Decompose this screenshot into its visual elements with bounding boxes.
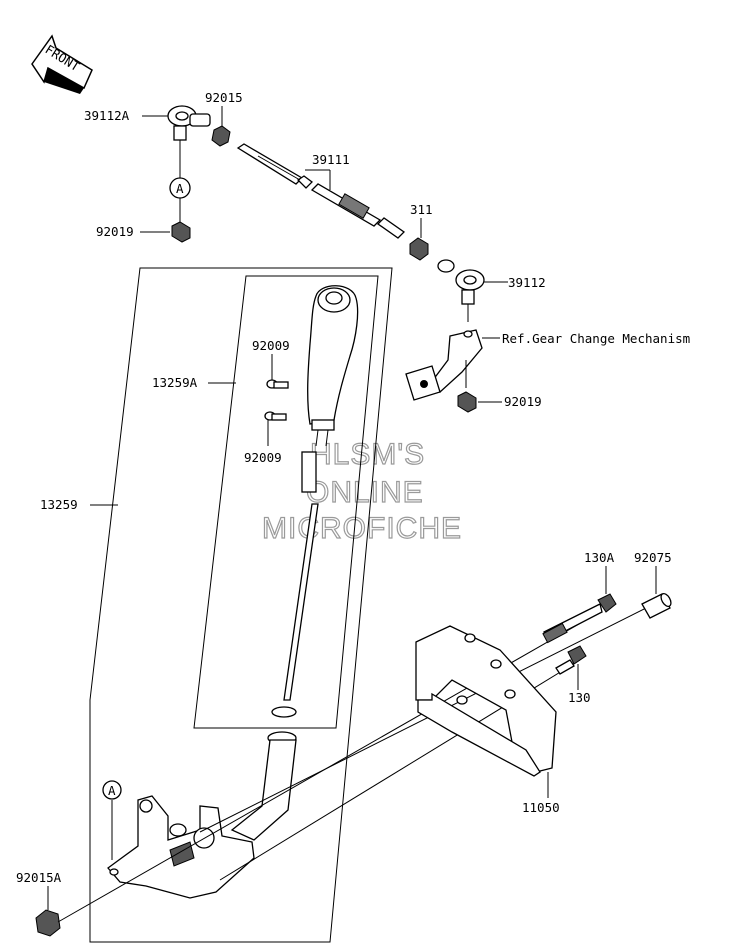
label-39112: 39112 [508,275,546,290]
label-92075: 92075 [634,550,672,565]
watermark-line-2: ONLINE [306,476,424,509]
label-130a: 130A [584,550,615,565]
assembly-box-13259 [89,267,393,943]
label-39111: 39111 [312,152,350,167]
label-92009-top: 92009 [252,338,290,353]
front-arrow-icon: FRONT [31,34,93,94]
ref-a-bottom: A [108,783,116,798]
label-92009-bottom: 92009 [244,450,282,465]
label-92019-left: 92019 [96,224,134,239]
assembly-box-13259a [193,275,379,729]
ref-a-circle-bottom [102,780,122,800]
label-92019-right: 92019 [504,394,542,409]
nut-92019-right [457,391,477,413]
label-92015a: 92015A [16,870,62,885]
bolt-130 [555,645,587,675]
ref-a-top: A [176,181,184,196]
watermark-line-3: MICROFICHE [262,512,462,545]
rod-end-39112 [437,259,485,322]
shift-knob [271,285,359,718]
screw-92009-top [266,379,289,389]
label-ref-gear: Ref.Gear Change Mechanism [502,331,690,346]
gear-change-bracket [405,329,483,401]
label-13259a: 13259A [152,375,198,390]
nut-92015a [35,909,61,937]
sleeve-92075 [641,592,672,619]
label-311: 311 [410,202,433,217]
label-11050: 11050 [522,800,560,815]
base-bracket [107,795,255,899]
label-130: 130 [568,690,591,705]
bolt-130a [542,593,617,644]
plate-11050 [415,625,557,777]
watermark-line-1: HLSM'S [310,438,425,471]
nut-92015 [211,125,231,147]
rod-end-39112a [167,105,211,178]
watermark: HLSM'S ONLINE MICROFICHE [261,437,462,545]
label-39112a: 39112A [84,108,130,123]
rod-39111 [236,143,406,239]
label-92015: 92015 [205,90,243,105]
lever-shaft [230,731,297,841]
nut-311 [409,237,429,261]
screw-92009-bottom [264,411,287,421]
label-13259: 13259 [40,497,78,512]
nut-92019-left [171,221,191,243]
